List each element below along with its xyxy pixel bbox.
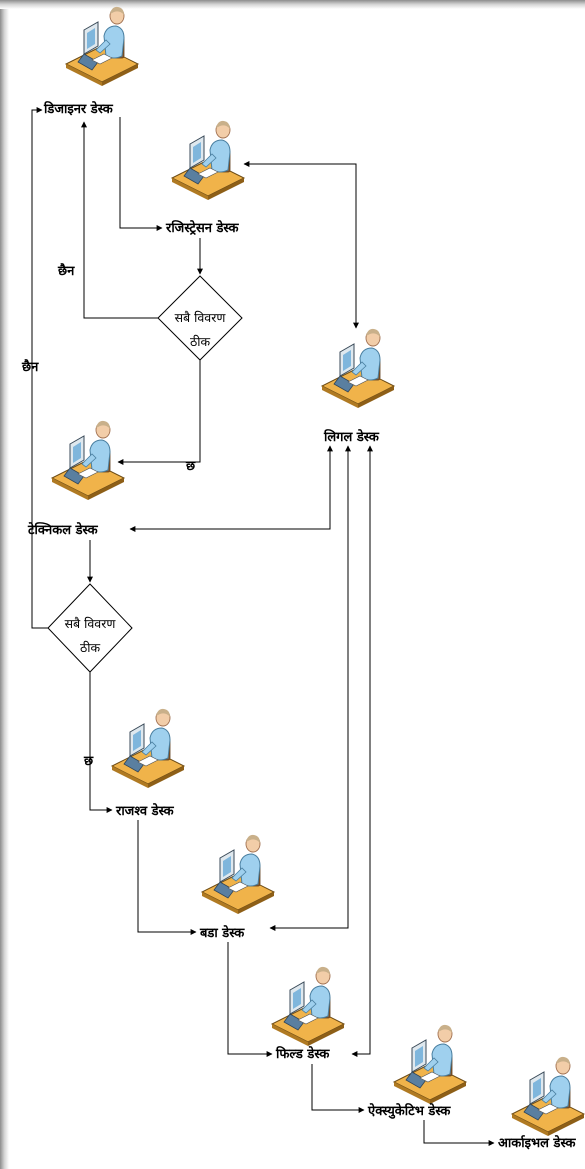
edge-label-no-2: छैन (21, 359, 39, 375)
frame-shadow-left (0, 0, 9, 1169)
revenue-desk-label: राजश्व डेस्क (115, 803, 175, 819)
desk-worker-icon (171, 120, 245, 201)
decision-1-line1: सबै विवरण (175, 310, 227, 325)
field-desk-label: फिल्ड डेस्क (275, 1046, 330, 1062)
technical-desk-label: टेक्निकल डेस्क (27, 522, 99, 538)
decision-1-line2: ठीक (190, 334, 211, 349)
executive-desk-label: ऐक्स्युकेटिभ डेस्क (367, 1103, 451, 1119)
connector-technical-legal (129, 445, 333, 532)
desk-worker-icon (111, 708, 185, 789)
connector-decision2-yes (89, 672, 113, 813)
desk-worker-icon (511, 1056, 585, 1137)
connector-executive-archive (423, 1120, 495, 1146)
connector-legal-bada (269, 445, 351, 931)
edge-label-yes-2: छ (83, 754, 94, 769)
desk-worker-icon (65, 6, 139, 87)
connector-field-executive (311, 1064, 365, 1113)
desk-worker-icon (271, 966, 345, 1047)
archive-desk-label: आर्काइभल डेस्क (498, 1135, 577, 1151)
connector-legal-field (351, 445, 373, 1057)
connector-decision1-yes (117, 360, 201, 465)
connector-designer-registration (119, 117, 163, 231)
bada-desk-label: बडा डेस्क (199, 925, 245, 941)
decision-2-line2: ठीक (80, 640, 101, 655)
desk-worker-icon (51, 420, 125, 501)
connector-bada-field (227, 942, 273, 1057)
connector-registration-legal (243, 161, 359, 329)
desk-worker-icon (201, 834, 275, 915)
edge-label-yes-1: छ (185, 459, 196, 474)
edge-label-no-1: छैन (57, 263, 75, 279)
connector-revenue-bada (137, 820, 197, 935)
frame-shadow-top (0, 0, 585, 9)
decision-2-line1: सबै विवरण (65, 616, 117, 631)
designer-desk-label: डिजाइनर डेस्क (43, 101, 114, 117)
connector-decision2-no (31, 107, 48, 629)
desk-worker-icon (321, 328, 395, 409)
legal-desk-label: लिगल डेस्क (323, 429, 380, 445)
desk-worker-icon (393, 1024, 467, 1105)
registration-desk-label: रजिस्ट्रेसन डेस्क (165, 220, 239, 236)
connector-decision1-no (81, 121, 158, 319)
